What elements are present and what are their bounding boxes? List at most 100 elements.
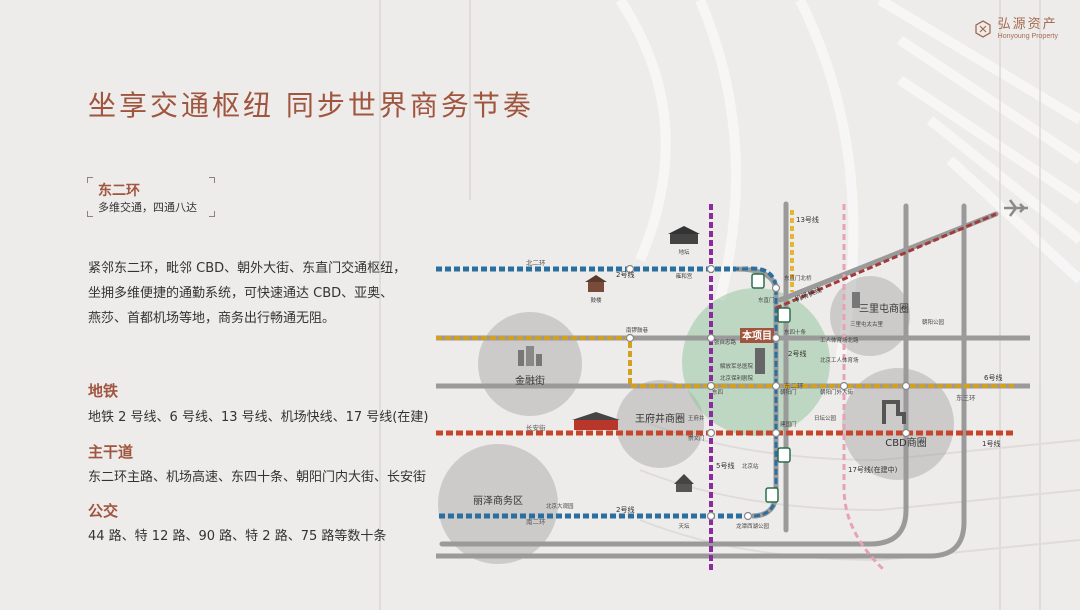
station-label: 朝阳门外大街 xyxy=(820,388,854,396)
project-badge xyxy=(740,328,774,343)
corner-bracket xyxy=(87,177,93,183)
landmark-gate-icon xyxy=(668,226,700,244)
station-dot xyxy=(839,381,849,391)
station-label: 工人体育场北路 xyxy=(820,336,859,344)
metro-line-17 xyxy=(842,204,886,572)
road-label: 东二环 xyxy=(784,381,804,390)
station-dot xyxy=(771,283,781,293)
metro-line-6 xyxy=(436,336,1014,388)
station-label: 东四十条 xyxy=(784,328,807,336)
station-dot xyxy=(771,333,781,343)
project-label: 本项目 xyxy=(742,329,772,342)
station-label: 解放军总医院 xyxy=(720,362,754,370)
district-label: 丽泽商务区 xyxy=(473,494,523,507)
station-label: 东直门北桥 xyxy=(784,274,812,282)
line-label: 17号线(在建中) xyxy=(848,465,898,474)
metro-line-2-overlay xyxy=(436,267,778,518)
station-label: 朝阳门 xyxy=(780,388,797,396)
project-tower-icon xyxy=(755,348,765,374)
station-dot xyxy=(743,511,753,521)
landmark-gulou-icon xyxy=(585,275,607,292)
bus-stop-icon xyxy=(777,307,791,323)
district-label: 金融街 xyxy=(515,374,545,387)
road-gray xyxy=(436,203,967,559)
station-label: 南锣鼓巷 xyxy=(626,326,649,334)
bus-stop-icon xyxy=(751,273,765,289)
station-label: 北京保利剧院 xyxy=(720,374,754,382)
station-dot xyxy=(706,511,716,521)
district-label: CBD商圈 xyxy=(885,436,927,449)
section-text-bus: 44 路、特 12 路、90 路、特 2 路、75 路等数十条 xyxy=(88,529,387,544)
airplane-icon xyxy=(1004,199,1028,217)
brand-name-cn: 弘源资产 xyxy=(997,17,1058,32)
section-text-subway: 地铁 2 号线、6 号线、13 号线、机场快线、17 号线(在建) xyxy=(88,410,429,425)
intro-line: 坐拥多维便捷的通勤系统，可快速通达 CBD、亚奥、 xyxy=(88,286,394,301)
metro-airport-express xyxy=(775,212,997,310)
station-label: 建国门 xyxy=(780,420,797,428)
line-label: 13号线 xyxy=(796,215,819,224)
brand-logo: 弘源资产 Honyoung Property xyxy=(974,18,1058,40)
district-lize-circle xyxy=(438,444,558,564)
station-label: 东四 xyxy=(712,388,723,396)
district-label: 三里屯商圈 xyxy=(859,302,909,315)
tag-subtitle: 多维交通，四通八达 xyxy=(98,201,197,214)
station-dot xyxy=(625,264,635,274)
line-label: 1号线 xyxy=(982,439,1000,448)
intro-line: 紧邻东二环，毗邻 CBD、朝外大街、东直门交通枢纽， xyxy=(88,261,407,276)
station-dot xyxy=(625,333,635,343)
corner-bracket xyxy=(87,211,93,217)
page-title: 坐享交通枢纽 同步世界商务节奏 xyxy=(88,89,534,122)
station-label: 鼓楼 xyxy=(590,296,602,304)
station-dot xyxy=(706,428,716,438)
line-label: 2号线 xyxy=(616,270,634,279)
intro-line: 燕莎、首都机场等地，商务出行畅通无阻。 xyxy=(88,311,336,326)
bus-stop-icon xyxy=(777,447,791,463)
station-label: 地坛 xyxy=(678,248,690,256)
road-label: 南二环 xyxy=(526,517,546,526)
station-dot xyxy=(706,381,716,391)
landmark-cctv-icon xyxy=(882,400,906,424)
landmark-sanlitun-icon xyxy=(852,292,860,308)
intro-paragraph: 紧邻东二环，毗邻 CBD、朝外大街、东直门交通枢纽， 坐拥多维便捷的通勤系统，可… xyxy=(88,256,423,331)
tag-title: 东二环 xyxy=(98,183,140,199)
section-heading-roads: 主干道 xyxy=(88,443,134,461)
station-label: 崇文门 xyxy=(688,434,705,442)
station-dot xyxy=(706,333,716,343)
station-dot xyxy=(771,381,781,391)
station-label: 北京大观园 xyxy=(546,502,574,510)
station-label: 王府井 xyxy=(688,414,705,422)
line-label: 5号线 xyxy=(716,461,734,470)
station-label: 北京工人体育场 xyxy=(820,356,859,364)
station-dot xyxy=(901,381,911,391)
station-label: 雍和宫 xyxy=(676,272,693,280)
line-label: 2号线 xyxy=(788,349,806,358)
district-label: 王府井商圈 xyxy=(635,412,685,425)
station-label: 天坛 xyxy=(678,523,690,530)
section-text-roads: 东二环主路、机场高速、东四十条、朝阳门内大街、长安街 xyxy=(88,470,427,485)
transit-map: 本项目 金融街 王府井商圈 丽泽商务区 三里屯商圈 CBD商圈 2号线 2号线 … xyxy=(436,199,1030,572)
bus-stop-icon xyxy=(765,487,779,503)
line-label: 6号线 xyxy=(984,373,1002,382)
landmark-tiananmen-icon xyxy=(572,412,620,430)
district-cbd-circle xyxy=(842,368,954,480)
landmark-jinrongjie-icon xyxy=(518,346,542,366)
logo-icon xyxy=(975,20,991,38)
station-dot xyxy=(901,428,911,438)
road-label: 东三环 xyxy=(956,393,976,402)
district-sanlitun-circle xyxy=(830,276,910,356)
station-label: 北京站 xyxy=(742,462,759,470)
section-heading-bus: 公交 xyxy=(88,502,119,520)
road-gray xyxy=(439,203,909,547)
road-label: 长安街 xyxy=(526,423,546,432)
station-label: 三里屯太古里 xyxy=(850,320,884,328)
section-heading-subway: 地铁 xyxy=(88,382,119,400)
district-wangfujing-circle xyxy=(616,380,704,468)
corner-bracket xyxy=(209,211,215,217)
landmark-tiantan-icon xyxy=(674,474,694,492)
road-label: 北二环 xyxy=(526,259,546,267)
station-dot xyxy=(771,428,781,438)
brand-name-en: Honyoung Property xyxy=(997,33,1058,40)
station-dot xyxy=(706,264,716,274)
tag-box: 东二环 多维交通，四通八达 xyxy=(87,177,215,217)
